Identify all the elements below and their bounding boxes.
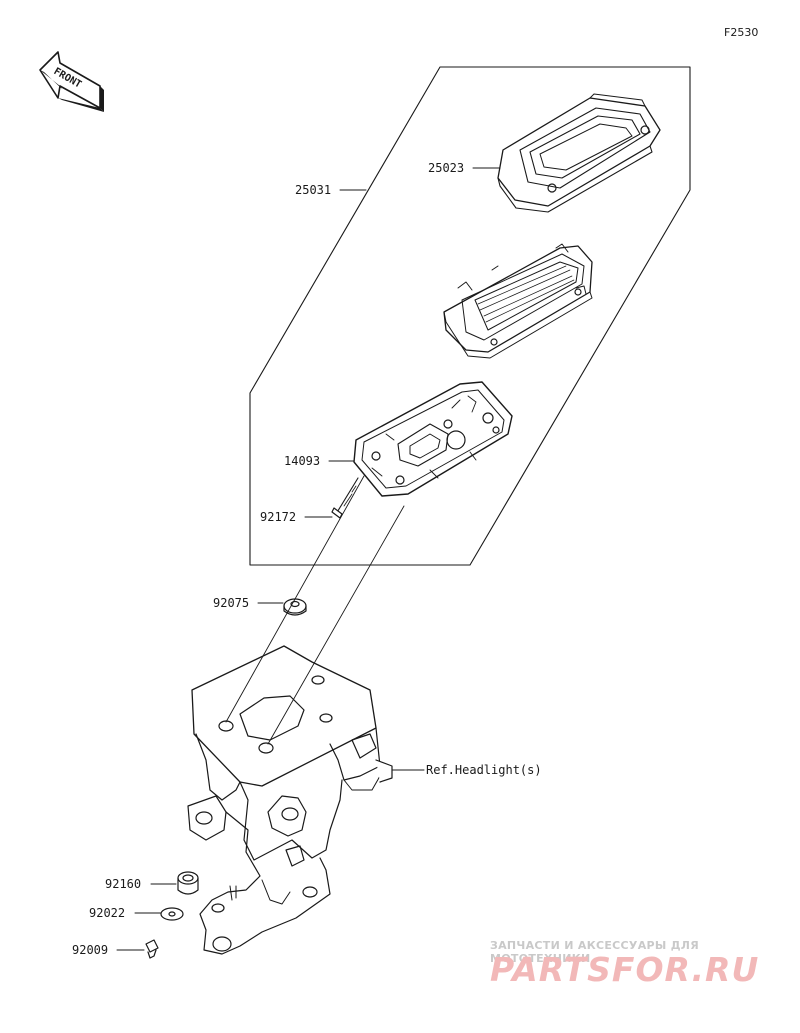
reference-label: Ref.Headlight(s): [426, 763, 542, 777]
part-number-92009: 92009: [72, 943, 109, 957]
part-number-25023: 25023: [428, 161, 465, 175]
bolt-part: [145, 939, 159, 959]
part-number-92022: 92022: [89, 906, 126, 920]
watermark-brand: PARTSFOR.RU: [490, 950, 760, 989]
meter-unit-part: [443, 243, 593, 359]
front-arrow-icon: FRONT: [39, 51, 104, 112]
meter-case-part: [353, 381, 513, 497]
leader-lines: [116, 167, 501, 951]
part-number-92075: 92075: [213, 596, 250, 610]
watermark-tagline: ЗАПЧАСТИ И АКСЕССУАРЫ ДЛЯ МОТОТЕХНИКИ: [490, 939, 700, 965]
screw-part: [331, 477, 359, 519]
assembly-outline: [249, 66, 691, 566]
rubber-grommet-part: [177, 871, 199, 895]
meter-cover-part: [497, 93, 661, 213]
washer-part: [160, 907, 184, 921]
diagram-code: F2530: [724, 26, 759, 39]
part-number-92172: 92172: [260, 510, 297, 524]
part-number-92160: 92160: [105, 877, 142, 891]
meter-bracket-part: [187, 645, 393, 955]
part-number-14093: 14093: [284, 454, 321, 468]
part-number-25031: 25031: [295, 183, 332, 197]
